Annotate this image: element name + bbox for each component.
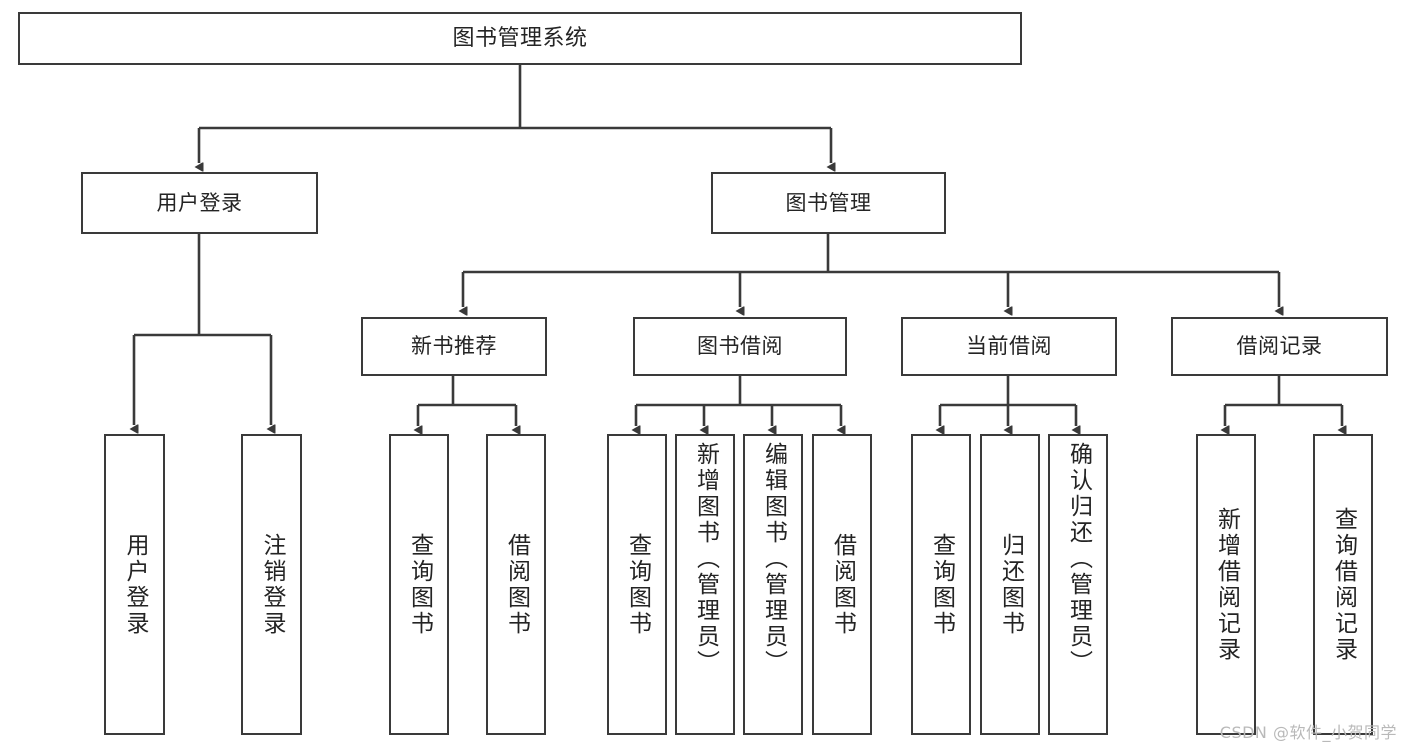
node-label: 查询图书 (928, 532, 955, 637)
node-label: 查询图书 (406, 532, 433, 637)
node-book-manage[interactable]: 图书管理 (711, 172, 946, 234)
leaf-edit-book-admin[interactable]: 编辑图书（管理员） (743, 434, 803, 735)
node-label: 图书借阅 (697, 334, 783, 359)
node-label: 确认归还（管理员） (1065, 442, 1092, 676)
node-current-borrow[interactable]: 当前借阅 (901, 317, 1117, 376)
node-label: 借阅图书 (829, 532, 856, 637)
node-label: 用户登录 (156, 190, 243, 215)
csdn-watermark: CSDN @软件_小贺同学 (1219, 723, 1397, 742)
leaf-confirm-return-admin[interactable]: 确认归还（管理员） (1048, 434, 1108, 735)
node-label: 注销登录 (259, 532, 285, 637)
leaf-query-book-3[interactable]: 查询图书 (911, 434, 971, 735)
node-book-borrow[interactable]: 图书借阅 (633, 317, 847, 376)
leaf-logout-login[interactable]: 注销登录 (241, 434, 302, 735)
leaf-query-book-2[interactable]: 查询图书 (607, 434, 667, 735)
leaf-user-login[interactable]: 用户登录 (104, 434, 165, 735)
node-borrow-record[interactable]: 借阅记录 (1171, 317, 1388, 376)
node-label: 新书推荐 (411, 334, 497, 359)
leaf-query-book-1[interactable]: 查询图书 (389, 434, 449, 735)
node-user-login[interactable]: 用户登录 (81, 172, 318, 234)
node-new-book-recommend[interactable]: 新书推荐 (361, 317, 547, 376)
leaf-borrow-book-1[interactable]: 借阅图书 (486, 434, 546, 735)
leaf-add-book-admin[interactable]: 新增图书（管理员） (675, 434, 735, 735)
node-label: 借阅图书 (503, 532, 530, 637)
leaf-borrow-book-2[interactable]: 借阅图书 (812, 434, 872, 735)
node-label: 当前借阅 (966, 334, 1052, 359)
node-label: 新增借阅记录 (1213, 506, 1240, 663)
leaf-return-book[interactable]: 归还图书 (980, 434, 1040, 735)
leaf-query-borrow-record[interactable]: 查询借阅记录 (1313, 434, 1373, 735)
node-label: 借阅记录 (1236, 334, 1323, 359)
node-label: 归还图书 (997, 532, 1024, 637)
node-label: 图书管理系统 (452, 25, 588, 51)
node-label: 用户登录 (122, 532, 148, 637)
leaf-add-borrow-record[interactable]: 新增借阅记录 (1196, 434, 1256, 735)
node-root-system[interactable]: 图书管理系统 (18, 12, 1022, 65)
node-label: 查询图书 (624, 532, 651, 637)
node-label: 图书管理 (785, 190, 872, 215)
node-label: 编辑图书（管理员） (760, 442, 787, 676)
node-label: 查询借阅记录 (1330, 506, 1357, 663)
node-label: 新增图书（管理员） (692, 442, 719, 676)
